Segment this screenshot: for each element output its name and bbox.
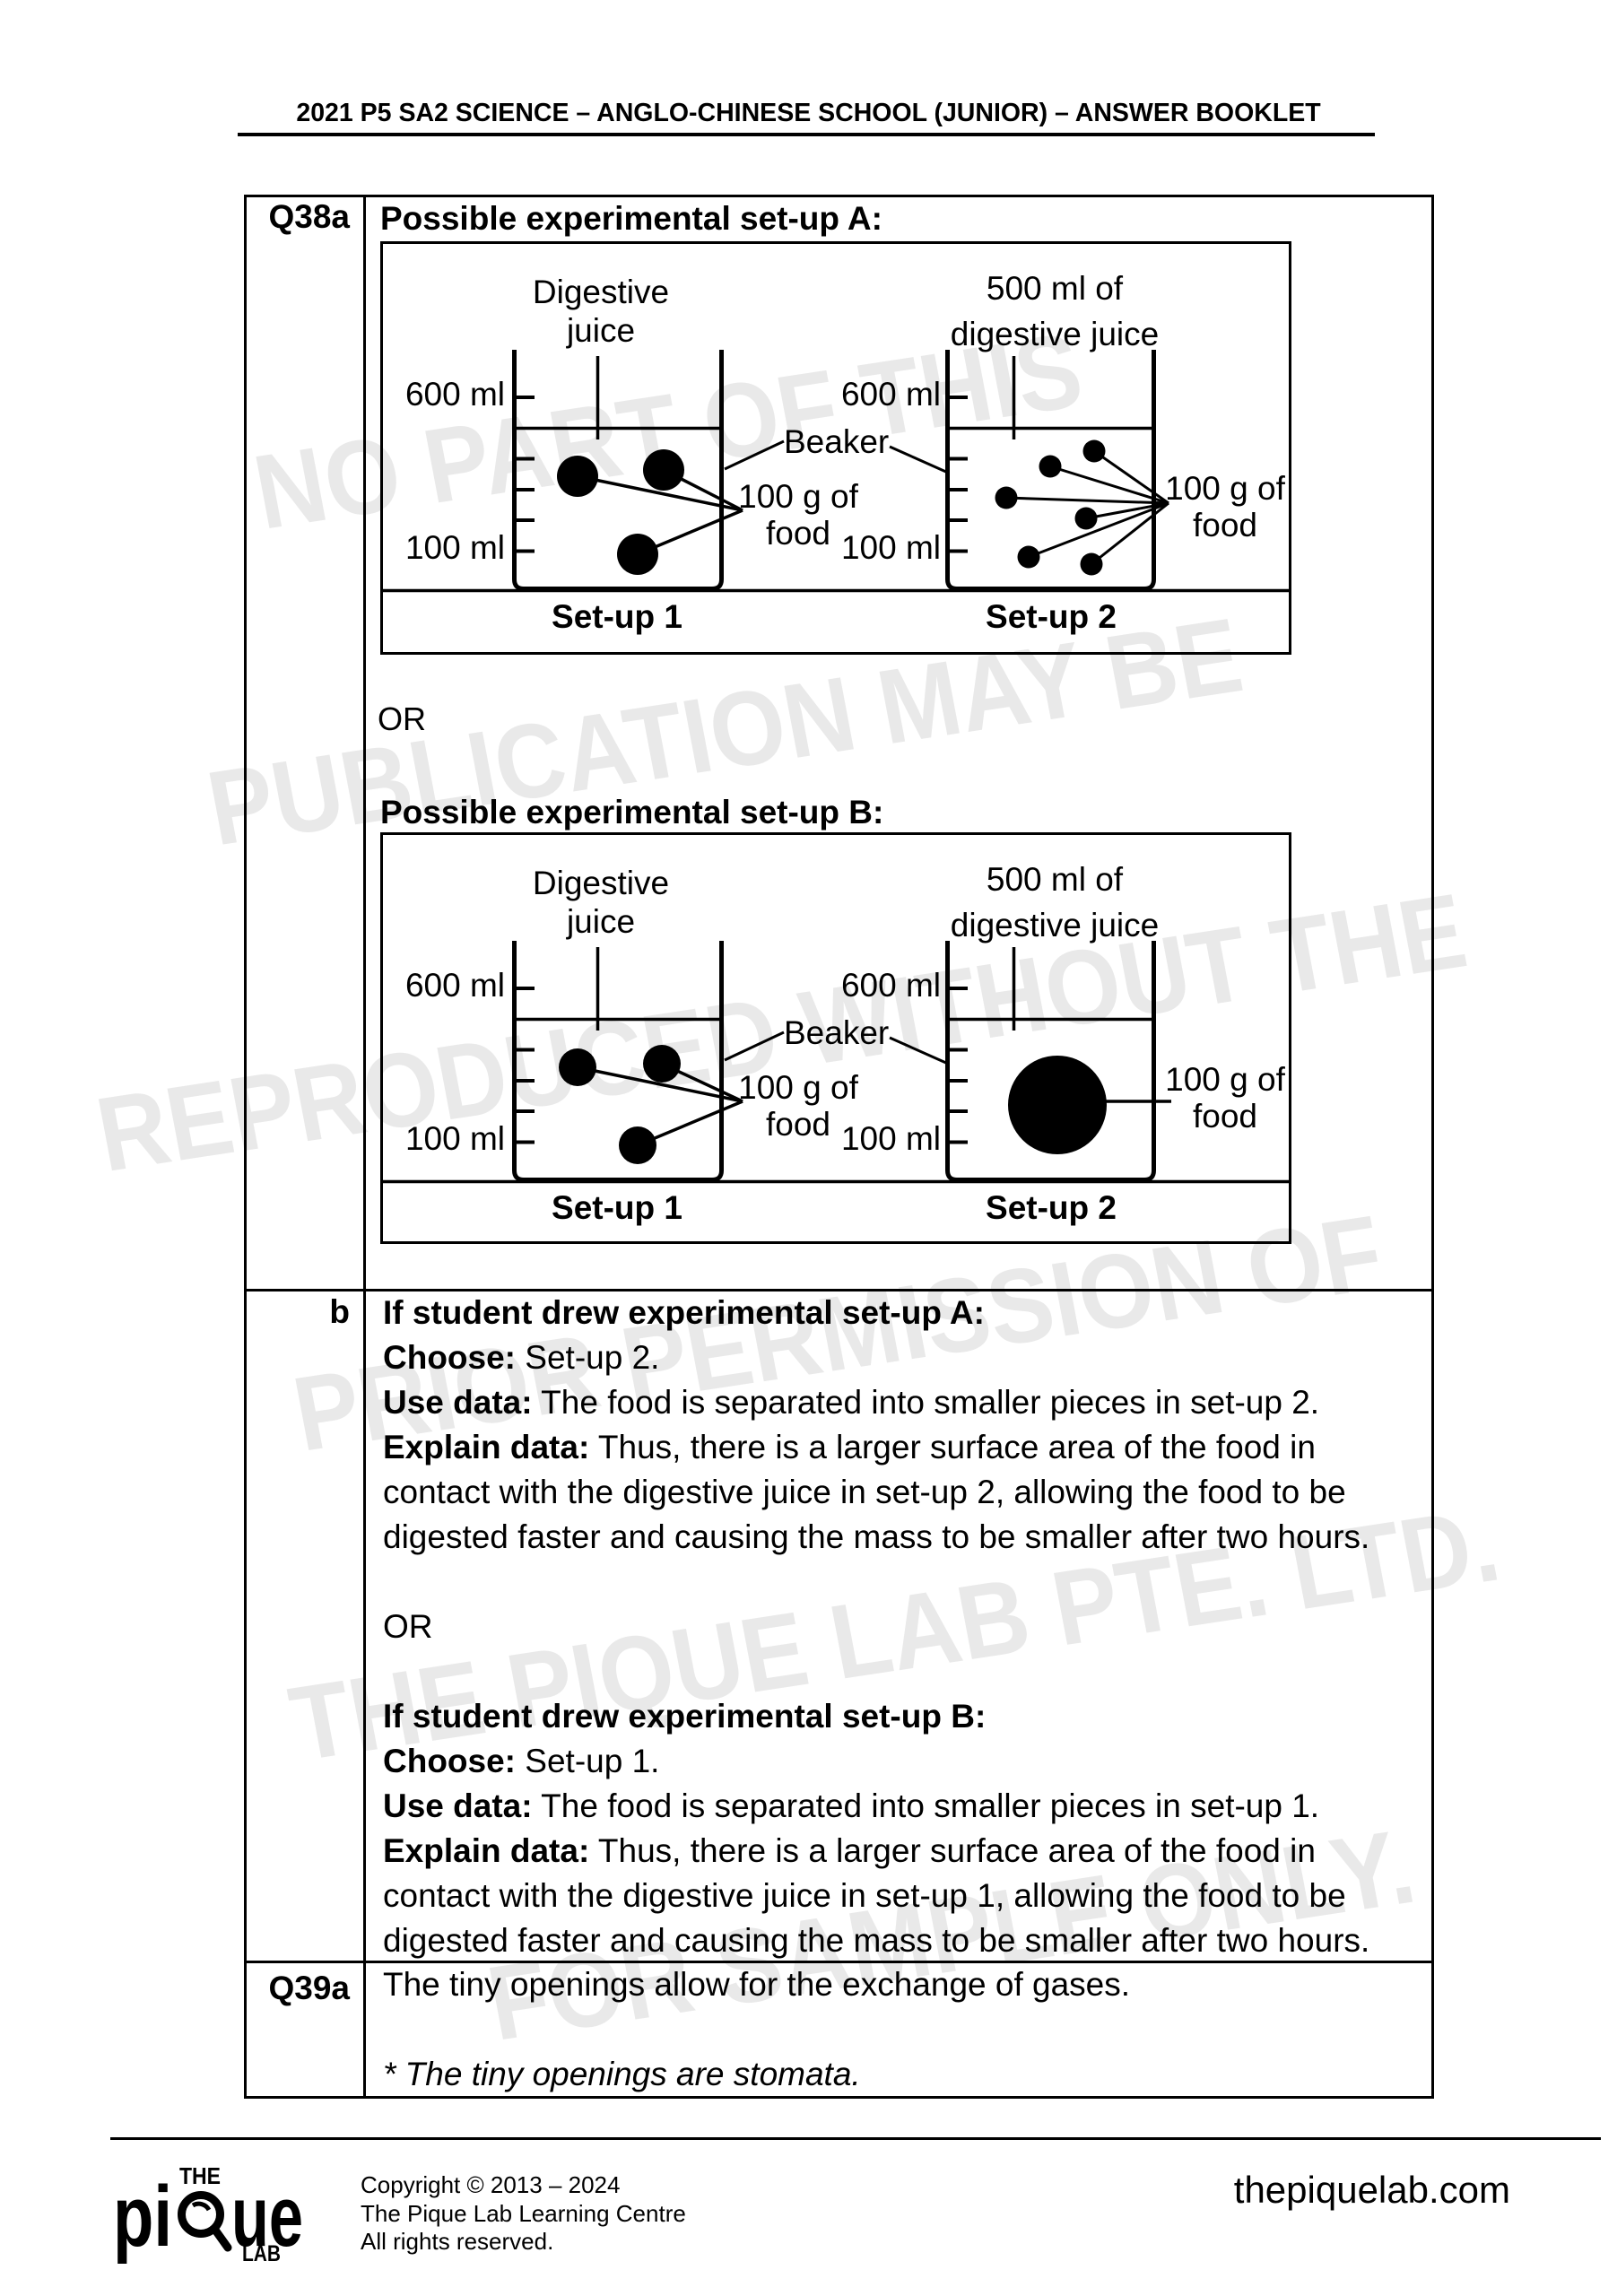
svg-text:100 ml: 100 ml bbox=[405, 1120, 505, 1157]
svg-text:100 ml: 100 ml bbox=[405, 529, 505, 566]
svg-text:digestive juice: digestive juice bbox=[951, 316, 1159, 352]
svg-text:food: food bbox=[766, 515, 830, 552]
svg-text:Beaker: Beaker bbox=[784, 423, 889, 460]
svg-text:600 ml: 600 ml bbox=[405, 376, 505, 413]
svg-text:food: food bbox=[1193, 1098, 1257, 1135]
svg-text:600 ml: 600 ml bbox=[841, 967, 941, 1004]
svg-text:100 g of: 100 g of bbox=[1165, 1061, 1285, 1098]
svg-text:food: food bbox=[766, 1106, 830, 1143]
svg-text:500 ml of: 500 ml of bbox=[987, 270, 1124, 307]
svg-text:100 ml: 100 ml bbox=[841, 1120, 941, 1157]
svg-text:100 g of: 100 g of bbox=[738, 1069, 858, 1106]
svg-text:Set-up 1: Set-up 1 bbox=[552, 598, 682, 635]
svg-text:Digestive: Digestive bbox=[533, 865, 669, 901]
svg-text:100 g of: 100 g of bbox=[738, 478, 858, 515]
svg-text:100 g of: 100 g of bbox=[1165, 470, 1285, 507]
svg-text:100 ml: 100 ml bbox=[841, 529, 941, 566]
svg-text:500 ml of: 500 ml of bbox=[987, 861, 1124, 898]
svg-text:juice: juice bbox=[566, 312, 635, 349]
svg-text:juice: juice bbox=[566, 903, 635, 940]
svg-text:600 ml: 600 ml bbox=[841, 376, 941, 413]
svg-text:Digestive: Digestive bbox=[533, 274, 669, 310]
svg-text:Set-up 1: Set-up 1 bbox=[552, 1189, 682, 1226]
svg-text:600 ml: 600 ml bbox=[405, 967, 505, 1004]
svg-text:Beaker: Beaker bbox=[784, 1014, 889, 1051]
svg-text:THE: THE bbox=[179, 2162, 221, 2189]
svg-text:Set-up 2: Set-up 2 bbox=[986, 598, 1117, 635]
svg-text:LAB: LAB bbox=[242, 2241, 281, 2266]
svg-text:pi: pi bbox=[113, 2169, 172, 2265]
svg-text:digestive juice: digestive juice bbox=[951, 907, 1159, 944]
svg-text:Set-up 2: Set-up 2 bbox=[986, 1189, 1117, 1226]
svg-text:food: food bbox=[1193, 507, 1257, 544]
svg-text:ue: ue bbox=[231, 2169, 303, 2265]
